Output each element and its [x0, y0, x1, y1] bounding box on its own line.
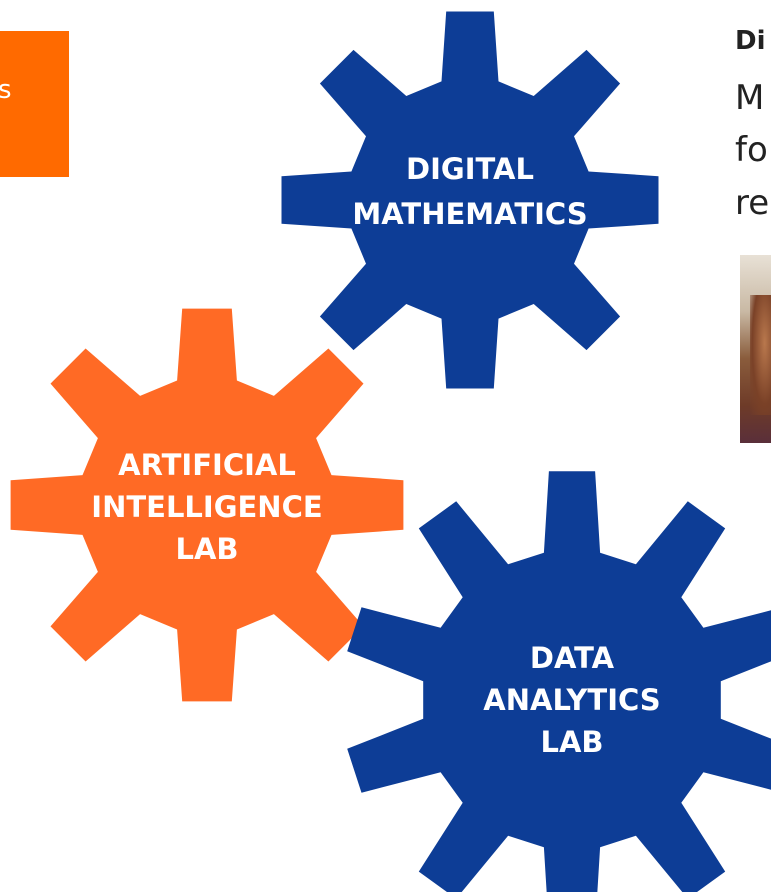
gear-data-analytics-lab-shape	[347, 471, 771, 892]
gear-ai-lab: ARTIFICIAL INTELLIGENCE LAB	[10, 308, 404, 702]
orange-tag: s	[0, 31, 69, 177]
gear-data-analytics-line3: LAB	[540, 725, 603, 759]
orange-tag-text: s	[0, 75, 12, 105]
gear-digital-mathematics-line2: MATHEMATICS	[352, 197, 587, 231]
gear-data-analytics-line1: DATA	[530, 641, 615, 675]
side-line-1: M	[735, 78, 765, 118]
side-line-3: re	[735, 183, 770, 223]
side-heading: Di	[735, 26, 766, 56]
gear-ai-lab-line1: ARTIFICIAL	[118, 448, 296, 482]
gear-digital-mathematics-line1: DIGITAL	[406, 152, 534, 186]
side-line-2: fo	[735, 130, 768, 170]
gear-ai-lab-shape	[10, 308, 404, 702]
gear-data-analytics-line2: ANALYTICS	[483, 683, 660, 717]
gear-data-analytics-lab: DATA ANALYTICS LAB	[347, 471, 771, 892]
gear-ai-lab-line2: INTELLIGENCE	[91, 490, 322, 524]
gear-ai-lab-line3: LAB	[175, 532, 238, 566]
gear-digital-mathematics: DIGITAL MATHEMATICS	[281, 11, 659, 389]
person-photo	[740, 255, 771, 443]
gear-digital-mathematics-shape	[281, 11, 659, 389]
